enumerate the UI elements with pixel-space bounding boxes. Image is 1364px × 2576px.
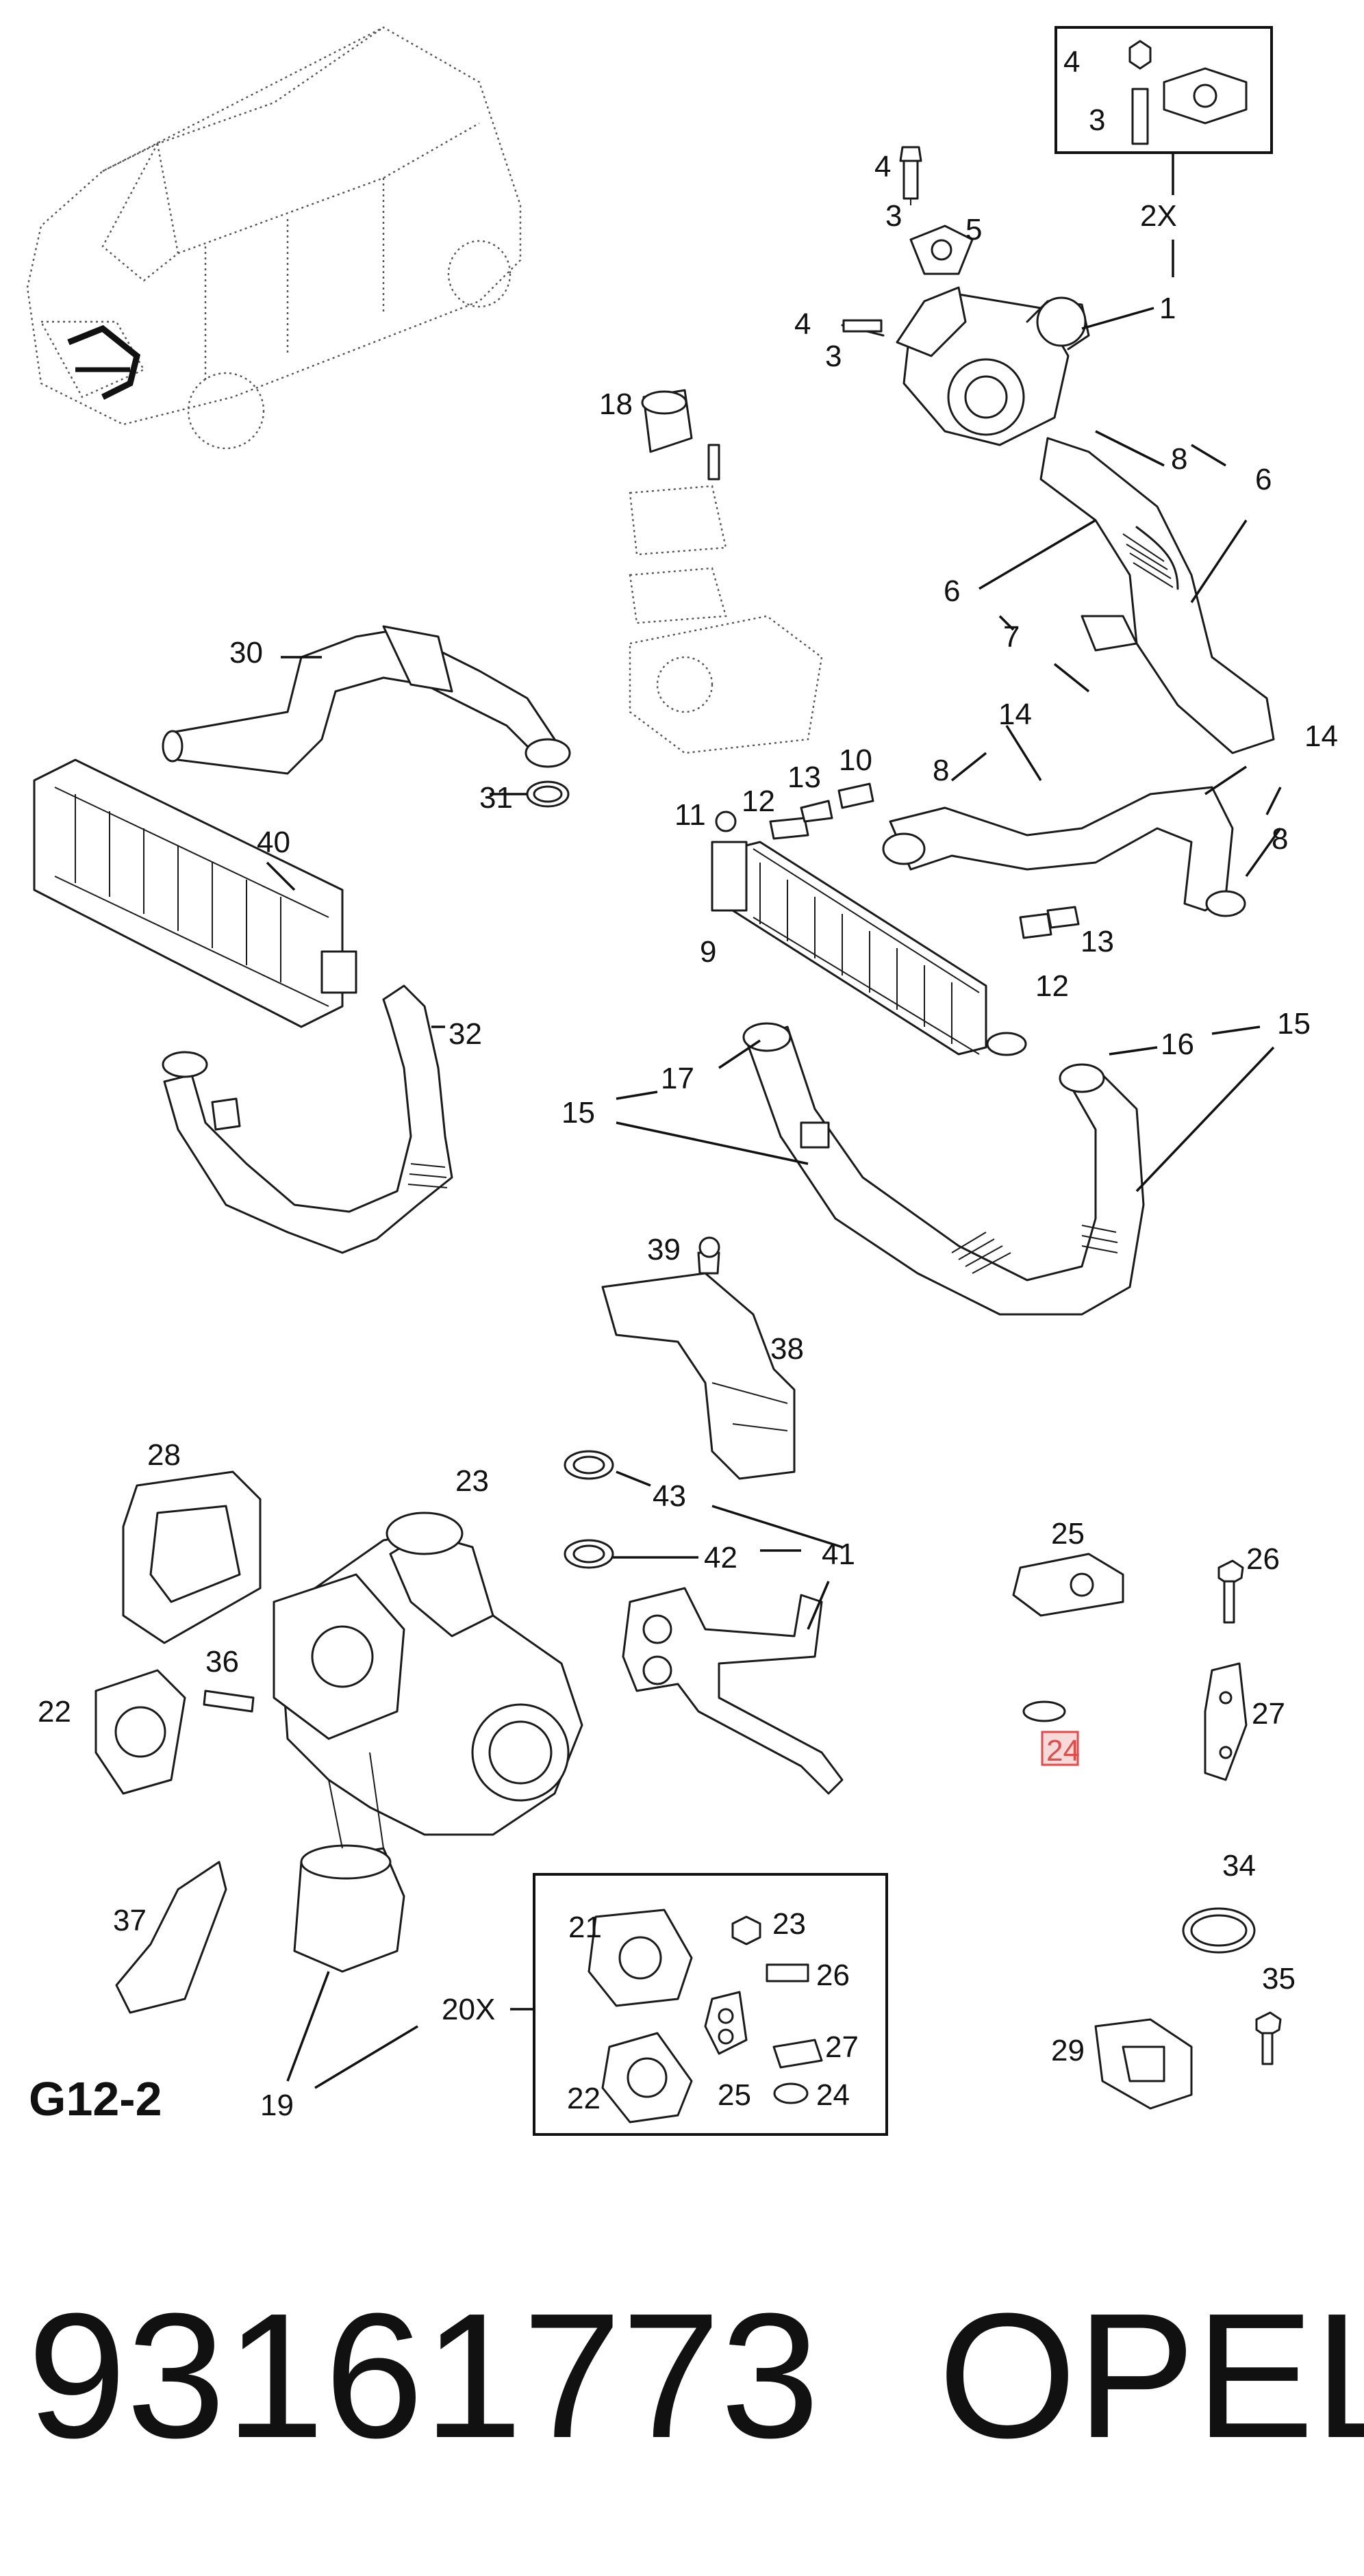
bracket-38	[601, 1236, 796, 1480]
callout-17: 17	[661, 1062, 694, 1095]
callout-23: 23	[455, 1464, 489, 1498]
intercooler-40	[33, 758, 357, 1028]
intercooler-9	[711, 782, 1080, 1056]
intake-manifold-18	[629, 389, 823, 754]
callout-15: 15	[561, 1096, 595, 1130]
callout-24: 24	[816, 2078, 850, 2112]
callout-42: 42	[704, 1541, 737, 1574]
group-label: G12-2	[29, 2072, 162, 2126]
callout-22: 22	[38, 1695, 71, 1729]
callout-7: 7	[1003, 620, 1020, 654]
callout-13: 13	[1081, 925, 1114, 958]
callout-8: 8	[933, 754, 949, 787]
callout-18: 18	[599, 387, 633, 421]
callout-9: 9	[700, 935, 716, 969]
callout-27: 27	[825, 2030, 859, 2064]
callout-32: 32	[449, 1017, 482, 1051]
callout-12: 12	[742, 785, 775, 818]
callout-5: 5	[965, 213, 982, 246]
callout-38: 38	[770, 1332, 804, 1366]
hose-14	[882, 725, 1282, 917]
callout-21: 21	[568, 1911, 602, 1944]
callout-6: 6	[944, 574, 960, 608]
callout-10: 10	[839, 743, 872, 777]
callout-4: 4	[794, 307, 811, 341]
callout-4: 4	[874, 150, 891, 183]
callout-24-highlighted: 24	[1046, 1734, 1080, 1768]
gasket-kit-box-top	[1054, 26, 1273, 330]
callout-3: 3	[825, 340, 842, 373]
callout-16: 16	[1161, 1028, 1194, 1061]
callout-39: 39	[647, 1233, 681, 1266]
callout-1: 1	[1159, 292, 1176, 325]
gasket-kit-box-bottom	[510, 1873, 888, 2136]
turbocharger-bottom	[273, 1512, 583, 2089]
clamps-pipe-41	[564, 1450, 844, 1795]
callout-25: 25	[718, 2078, 751, 2112]
callout-31: 31	[479, 781, 513, 815]
callout-26: 26	[816, 1959, 850, 1992]
multiplier-20x: 20X	[442, 1993, 495, 2026]
part-number: 93161773	[27, 2277, 820, 2475]
callout-22: 22	[567, 2082, 601, 2115]
callout-labels: 4 3 2X 4 3 5 4 3 1 8 6 6 7 18 30 31 40 3…	[38, 45, 1338, 2122]
turbocharger-top	[841, 146, 1090, 446]
callout-27: 27	[1252, 1697, 1285, 1731]
hose-6	[978, 430, 1275, 754]
brand-name: OPEL	[938, 2277, 1364, 2475]
hose-32	[162, 984, 453, 1254]
callout-37: 37	[113, 1904, 147, 1937]
callout-15: 15	[1277, 1007, 1311, 1041]
callout-28: 28	[147, 1438, 181, 1472]
callout-19: 19	[260, 2089, 294, 2122]
hose-30	[162, 625, 571, 808]
callout-8: 8	[1171, 442, 1187, 476]
callout-23: 23	[772, 1907, 806, 1941]
callout-3: 3	[885, 199, 902, 233]
callout-26: 26	[1246, 1542, 1280, 1576]
callout-4: 4	[1063, 45, 1080, 79]
callout-30: 30	[229, 636, 263, 669]
callout-12: 12	[1035, 969, 1069, 1003]
callout-34: 34	[1222, 1849, 1256, 1883]
callout-40: 40	[257, 826, 290, 859]
callout-6: 6	[1255, 463, 1272, 496]
vehicle-silhouette	[26, 26, 522, 450]
callout-43: 43	[653, 1479, 686, 1513]
callout-35: 35	[1262, 1962, 1296, 1995]
callout-14: 14	[1304, 719, 1338, 753]
callout-14: 14	[998, 698, 1032, 731]
callout-13: 13	[787, 761, 821, 794]
callout-3: 3	[1089, 103, 1105, 137]
callout-36: 36	[205, 1645, 239, 1679]
callout-25: 25	[1051, 1517, 1085, 1551]
callout-11: 11	[674, 798, 706, 832]
multiplier-2x: 2X	[1140, 199, 1177, 233]
gaskets-left	[94, 1470, 262, 2014]
callout-8: 8	[1272, 822, 1288, 856]
callout-29: 29	[1051, 2034, 1085, 2067]
hose-15	[616, 1022, 1275, 1316]
parts-right-lower	[1012, 1553, 1282, 2110]
callout-41: 41	[822, 1538, 855, 1571]
